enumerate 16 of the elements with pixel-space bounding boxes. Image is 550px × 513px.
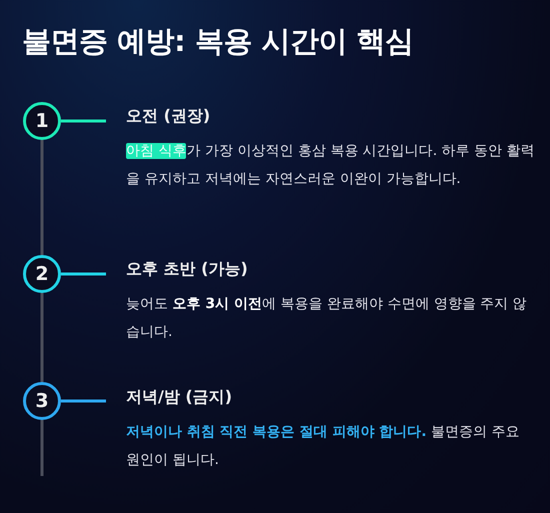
step-description: 아침 식후가 가장 이상적인 홍삼 복용 시간입니다. 하루 동안 활력을 유지하고 저녁에는 자연스러운 이완이 가능합니다. [126,142,536,189]
timeline-line [40,420,44,476]
step-description: 저녁이나 취침 직전 복용은 절대 피해야 합니다. 불면증의 주요 원인이 됩니다. [126,423,520,470]
step-heading: 오후 초반 (가능) [126,259,249,280]
step-heading: 오전 (권장) [126,106,212,127]
timeline-line [40,140,44,255]
step-number-circle: 1 [23,102,61,140]
step-number-circle: 2 [23,255,61,293]
connector-line [61,272,106,276]
timeline-line [40,293,44,382]
step-description: 늦어도 오후 3시 이전에 복용을 완료해야 수면에 영향을 주지 않습니다. [126,295,528,342]
connector-line [61,400,106,402]
step-number-circle: 3 [23,382,61,420]
connector-line [61,120,106,122]
title: 불면증 예방: 복용 시간이 핵심 [22,23,414,60]
step-heading: 저녁/밤 (금지) [126,387,234,408]
